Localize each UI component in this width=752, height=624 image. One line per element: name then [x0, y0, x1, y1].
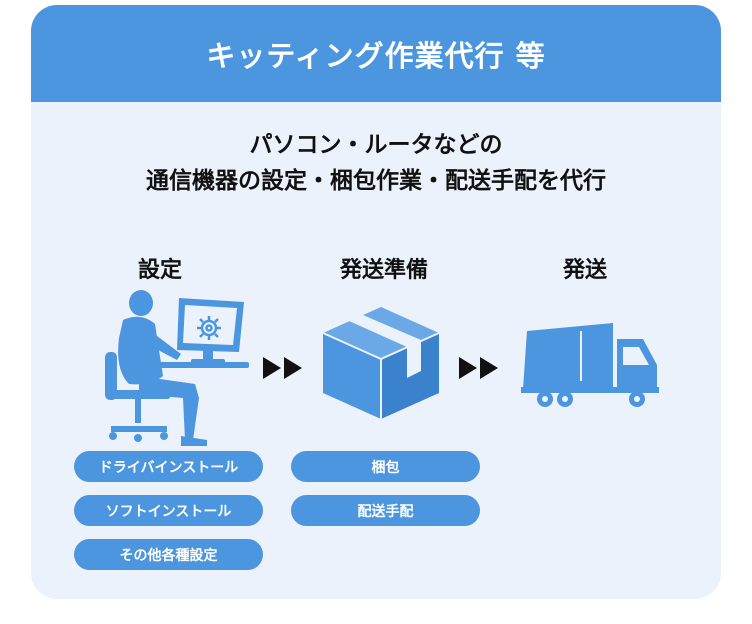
task-pill-other-settings: その他各種設定: [74, 539, 263, 570]
subtitle-line-2: 通信機器の設定・梱包作業・配送手配を代行: [146, 168, 606, 194]
task-pill-delivery-arrangement: 配送手配: [291, 495, 480, 526]
subtitle: パソコン・ルータなどの 通信機器の設定・梱包作業・配送手配を代行: [31, 127, 721, 199]
step-label-setup: 設定: [137, 258, 182, 283]
task-pill-driver-install: ドライバインストール: [74, 451, 263, 482]
task-pill-software-install: ソフトインストール: [74, 495, 263, 526]
header-title: キッティング作業代行 等: [206, 38, 546, 73]
subtitle-line-1: パソコン・ルータなどの: [249, 132, 503, 158]
step-label-shipping: 発送: [562, 258, 607, 283]
main-card: キッティング作業代行 等 パソコン・ルータなどの 通信機器の設定・梱包作業・配送…: [31, 5, 721, 599]
double-arrow-icon-2: [459, 357, 498, 379]
cardboard-box-icon: [322, 307, 440, 419]
header-bar: キッティング作業代行 等: [31, 5, 721, 102]
person-at-computer-icon: [105, 290, 249, 446]
double-arrow-icon: [263, 357, 302, 379]
step-label-shipping-prep: 発送準備: [339, 258, 428, 283]
delivery-truck-icon: [521, 323, 659, 407]
task-pill-packing: 梱包: [291, 451, 480, 482]
gear-wrench-icon: [197, 316, 221, 340]
